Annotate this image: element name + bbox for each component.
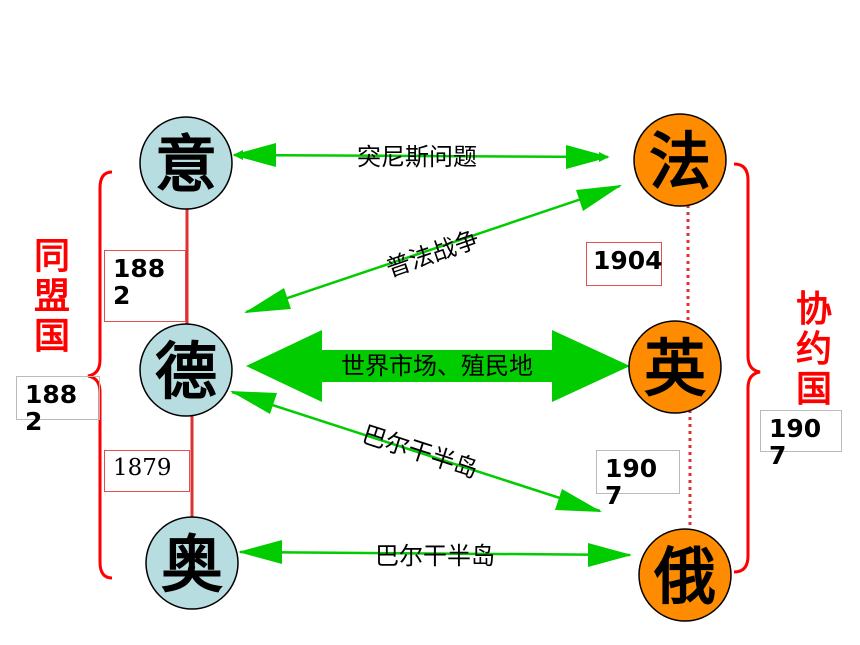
arrow-germany-britain [246, 330, 630, 402]
label-italy-france: 突尼斯问题 [357, 143, 477, 171]
node-britain-label: 英 [644, 332, 707, 405]
year-france-britain: 1904 [586, 242, 663, 286]
year-britain-russia: 1907 [596, 450, 680, 509]
label-austria-russia: 巴尔干半岛 [375, 542, 495, 570]
arrow-italy-france-head-right [566, 145, 610, 169]
year-italy-germany: 1882 [104, 250, 186, 322]
node-france: 法 [633, 113, 727, 207]
year-germany-austria: 1879 [104, 450, 190, 492]
node-austria: 奥 [145, 516, 239, 610]
node-austria-label: 奥 [161, 528, 223, 601]
node-russia-label: 俄 [653, 540, 716, 613]
year-alliance: 1882 [16, 376, 100, 435]
year-entente: 1907 [760, 410, 842, 469]
label-germany-russia: 巴尔干半岛 [359, 420, 482, 484]
group-label-alliance: 同盟国 [33, 236, 70, 357]
arrow-germany-russia [231, 390, 601, 513]
bracket-entente [733, 162, 761, 574]
node-britain: 英 [628, 320, 722, 414]
node-france-label: 法 [649, 125, 711, 198]
arrow-austria-russia-head-right [588, 543, 632, 567]
node-russia: 俄 [638, 528, 732, 622]
arrow-germany-france-head-left [244, 288, 291, 313]
label-germany-france: 普法战争 [383, 225, 483, 283]
bracket-alliance [87, 170, 113, 580]
node-germany-label: 德 [155, 335, 217, 408]
node-germany: 德 [139, 323, 233, 417]
arrow-germany-russia-head-right [555, 489, 602, 512]
arrow-austria-russia [239, 550, 631, 557]
node-italy-label: 意 [155, 128, 217, 201]
arrow-austria-russia-head-left [238, 540, 282, 564]
arrow-germany-russia-head-left [230, 391, 277, 414]
arrow-italy-france [233, 150, 609, 162]
arrow-italy-france-head-left [232, 143, 276, 167]
node-italy: 意 [139, 116, 233, 210]
group-label-entente: 协约国 [795, 289, 832, 410]
arrow-germany-france-head-right [576, 185, 622, 211]
arrow-germany-france [245, 184, 621, 314]
label-germany-britain: 世界市场、殖民地 [341, 352, 533, 380]
